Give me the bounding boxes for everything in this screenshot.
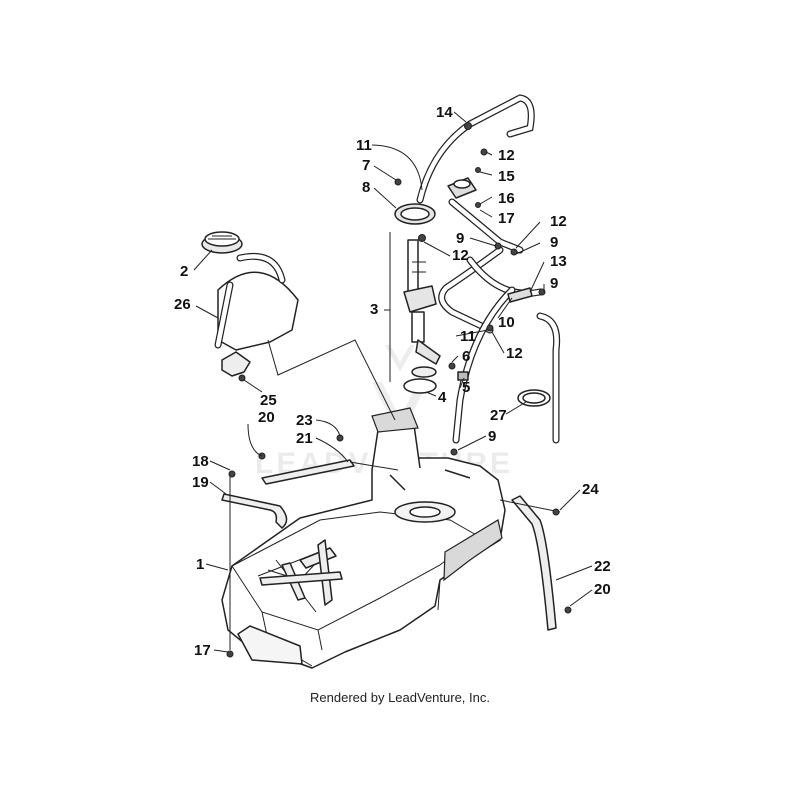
filler-bracket: [221, 351, 251, 382]
callout-13: 13: [550, 253, 567, 270]
callout-1: 1: [196, 556, 204, 573]
callout-22: 22: [594, 558, 611, 575]
callout-9: 9: [550, 275, 558, 292]
strap-22: [499, 495, 572, 631]
callout-26: 26: [174, 296, 191, 313]
callout-14: 14: [436, 104, 453, 121]
callout-9: 9: [456, 230, 464, 247]
callout-21: 21: [296, 430, 313, 447]
vent-hose-11: [438, 198, 544, 334]
callout-27: 27: [490, 407, 507, 424]
fuel-line-10: [452, 286, 561, 444]
callout-20: 20: [258, 409, 275, 426]
fitting-6-5: [448, 362, 469, 381]
pump-lock-ring: [394, 203, 436, 225]
callout-20: 20: [594, 581, 611, 598]
callout-12: 12: [498, 147, 515, 164]
leader-lines: [193, 111, 593, 653]
callout-labels: 14 11 12 7 15 8 16 17 12 9 9 12 2 13 9 2…: [174, 104, 611, 659]
fuel-pump-assembly: [389, 232, 441, 394]
callout-12: 12: [506, 345, 523, 362]
vent-hose-14: [416, 94, 535, 204]
clamp-9d: [450, 448, 458, 456]
callout-18: 18: [192, 453, 209, 470]
callout-8: 8: [362, 179, 370, 196]
callout-11: 11: [356, 137, 372, 154]
check-valve-15: [447, 167, 481, 208]
clamp-12d: [486, 324, 494, 332]
callout-4: 4: [438, 389, 447, 406]
callout-3: 3: [370, 301, 378, 318]
callout-9: 9: [488, 428, 496, 445]
filler-cap: [201, 231, 243, 254]
callout-6: 6: [462, 348, 470, 365]
filler-neck-hose: [214, 252, 299, 351]
callout-16: 16: [498, 190, 515, 207]
callout-9: 9: [550, 234, 558, 251]
callout-5: 5: [462, 379, 470, 396]
callout-7: 7: [362, 157, 370, 174]
clamp-9b: [510, 248, 518, 256]
callout-15: 15: [498, 168, 515, 185]
callout-17: 17: [498, 210, 515, 227]
callout-25: 25: [260, 392, 277, 409]
callout-23: 23: [296, 412, 313, 429]
fitting-13: [507, 287, 533, 303]
callout-17: 17: [194, 642, 211, 659]
callout-12: 12: [452, 247, 469, 264]
callout-19: 19: [192, 474, 209, 491]
clamp-12-pump: [418, 234, 426, 242]
callout-10: 10: [498, 314, 515, 331]
strap-21: [258, 434, 399, 485]
callout-11: 11: [460, 328, 476, 345]
fuel-tank: [221, 407, 506, 669]
strap-19: [221, 470, 288, 658]
screw-7: [394, 178, 402, 186]
callout-12: 12: [550, 213, 567, 230]
render-credit: Rendered by LeadVenture, Inc.: [310, 690, 490, 705]
callout-24: 24: [582, 481, 599, 498]
callout-2: 2: [180, 263, 188, 280]
filler-guide-line: [267, 339, 396, 421]
